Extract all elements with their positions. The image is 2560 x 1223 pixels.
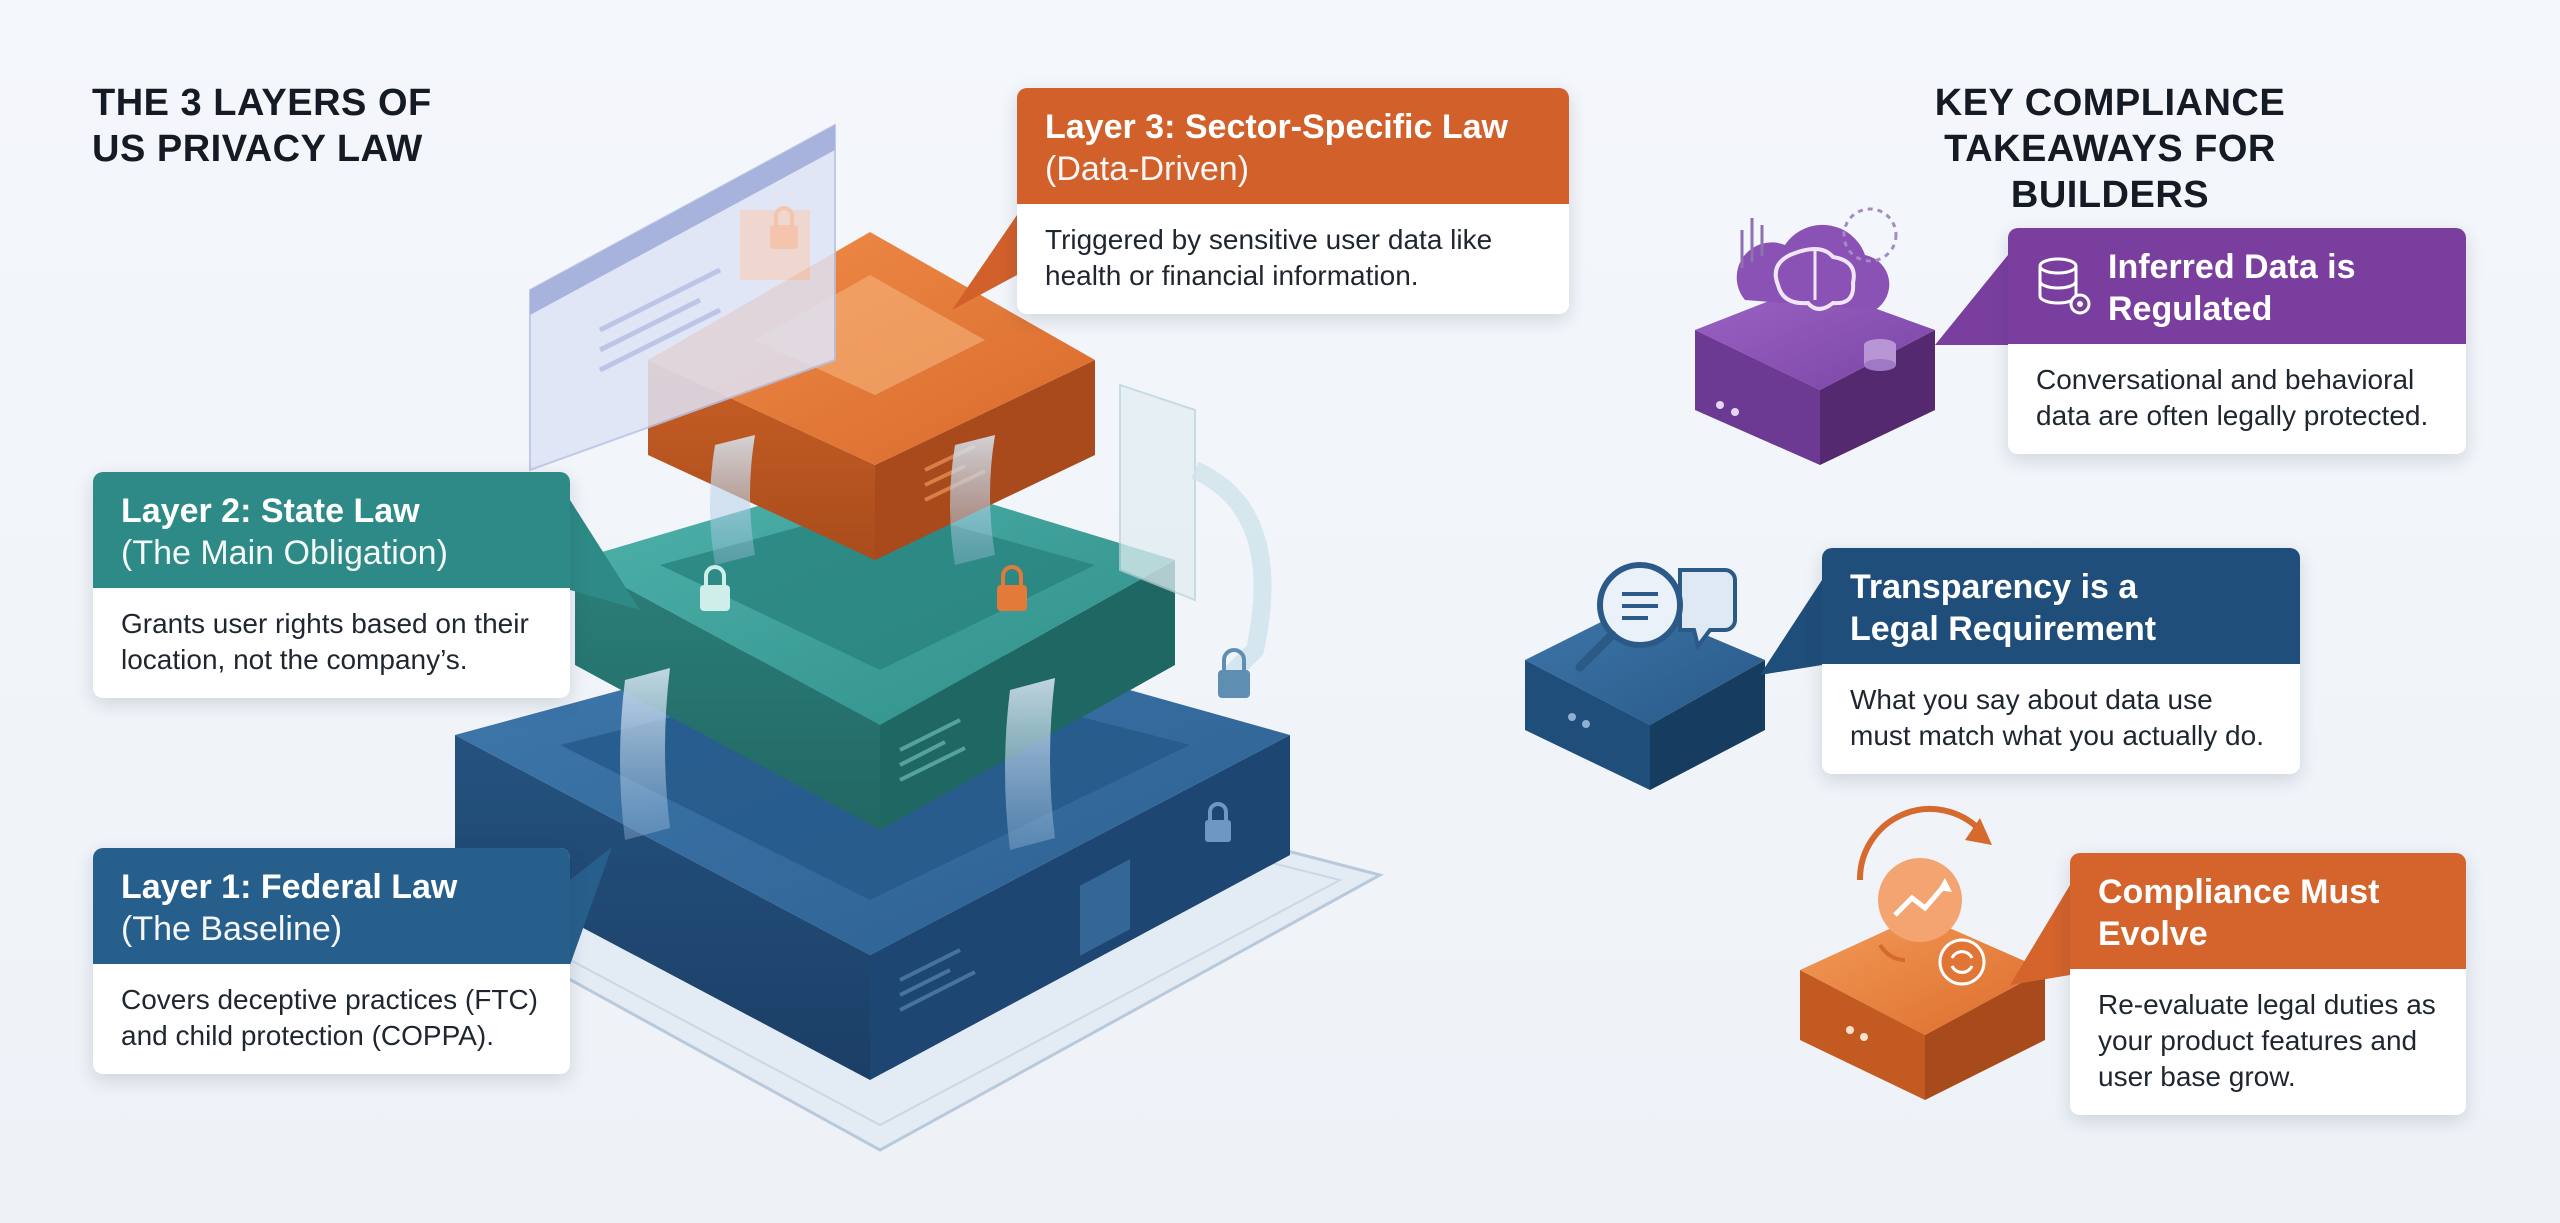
evolve-description: Re-evaluate legal duties as your product… [2070, 969, 2466, 1115]
layer-3-lock-icon [770, 206, 798, 249]
evolve-body-line2: your product features and [2098, 1025, 2418, 1056]
layer-2-title: Layer 2: State Law [121, 492, 420, 530]
right-section-title: KEY COMPLIANCE TAKEAWAYS FOR BUILDERS [1840, 80, 2380, 218]
layer-1-subtitle: (The Baseline) [121, 910, 343, 948]
inferred-data-callout: Inferred Data is Regulated Conversationa… [2008, 228, 2466, 454]
layer-1-lock-icon [1205, 802, 1231, 842]
layer-3-body-line1: Triggered by sensitive user data like [1045, 224, 1493, 255]
transparency-title-line2: Legal Requirement [1850, 610, 2157, 648]
evolve-title-line2: Evolve [2098, 915, 2208, 953]
stream-lock-icon [997, 565, 1027, 611]
growth-cycle-icon [1856, 805, 1992, 986]
layer-2-description: Grants user rights based on their locati… [93, 588, 570, 698]
evolve-body-line3: user base grow. [2098, 1061, 2296, 1092]
inferred-data-illustration [1695, 207, 1935, 465]
layer-2-body-line1: Grants user rights based on their [121, 608, 529, 639]
inferred-data-header: Inferred Data is Regulated [2008, 228, 2466, 344]
evolve-body-line1: Re-evaluate legal duties as [2098, 989, 2436, 1020]
transparency-illustration [1525, 562, 1765, 790]
layer-1-body-line1: Covers deceptive practices (FTC) [121, 984, 539, 1015]
transparency-callout: Transparency is a Legal Requirement What… [1822, 548, 2300, 774]
brain-cloud-icon [1736, 224, 1890, 311]
evolve-header: Compliance Must Evolve [2070, 853, 2466, 969]
layer-2-subtitle: (The Main Obligation) [121, 534, 448, 572]
layer-3-title: Layer 3: Sector-Specific Law [1045, 108, 1508, 146]
inferred-body-line2: data are often legally protected. [2036, 400, 2429, 431]
layer-2-body-line2: location, not the company’s. [121, 644, 468, 675]
layer-2-header: Layer 2: State Law (The Main Obligation) [93, 472, 570, 588]
floating-browser-window-left [529, 123, 836, 472]
left-title-line2: US PRIVACY LAW [92, 128, 423, 170]
inferred-title-line2: Regulated [2108, 290, 2273, 328]
evolve-illustration [1800, 805, 2045, 1100]
layer3-pointer [952, 215, 1017, 310]
transparency-body-line1: What you say about data use [1850, 684, 2213, 715]
inferred-body-line1: Conversational and behavioral [2036, 364, 2415, 395]
layer-1-description: Covers deceptive practices (FTC) and chi… [93, 964, 570, 1074]
transparency-header: Transparency is a Legal Requirement [1822, 548, 2300, 664]
layer-3-description: Triggered by sensitive user data like he… [1017, 204, 1569, 314]
database-icon [1864, 339, 1896, 371]
layer-3-callout: Layer 3: Sector-Specific Law (Data-Drive… [1017, 88, 1569, 314]
left-section-title: THE 3 LAYERS OF US PRIVACY LAW [92, 80, 432, 172]
layer-2-lock-icon [700, 565, 730, 611]
data-streams [620, 435, 1055, 850]
layer-3-subtitle: (Data-Driven) [1045, 150, 1250, 188]
layer-3-header: Layer 3: Sector-Specific Law (Data-Drive… [1017, 88, 1569, 204]
layer-2-callout: Layer 2: State Law (The Main Obligation)… [93, 472, 570, 698]
transparency-pointer [1760, 580, 1822, 675]
inferred-title-line1: Inferred Data is [2108, 248, 2356, 286]
evolve-callout: Compliance Must Evolve Re-evaluate legal… [2070, 853, 2466, 1115]
transparency-body-line2: must match what you actually do. [1850, 720, 2264, 751]
right-title-line1: KEY COMPLIANCE [1934, 82, 2286, 124]
layer-3-body-line2: health or financial information. [1045, 260, 1419, 291]
evolve-title-line1: Compliance Must [2098, 873, 2380, 911]
left-title-line1: THE 3 LAYERS OF [92, 82, 432, 124]
right-title-line2: TAKEAWAYS FOR BUILDERS [1944, 128, 2276, 216]
floating-browser-window-right [1119, 383, 1272, 698]
inferred-data-description: Conversational and behavioral data are o… [2008, 344, 2466, 454]
window-lock-icon [1218, 648, 1250, 698]
evolve-pointer [2010, 885, 2070, 985]
transparency-description: What you say about data use must match w… [1822, 664, 2300, 774]
magnifier-chat-icon [1575, 562, 1737, 672]
layer-1-title: Layer 1: Federal Law [121, 868, 458, 906]
layer-1-callout: Layer 1: Federal Law (The Baseline) Cove… [93, 848, 570, 1074]
inferred-pointer [1935, 255, 2008, 345]
layer-1-header: Layer 1: Federal Law (The Baseline) [93, 848, 570, 964]
transparency-title-line1: Transparency is a [1850, 568, 2138, 606]
layer-1-body-line2: and child protection (COPPA). [121, 1020, 494, 1051]
database-gear-icon [2038, 257, 2091, 315]
layer2-pointer [570, 500, 640, 610]
layer1-pointer [570, 847, 612, 965]
